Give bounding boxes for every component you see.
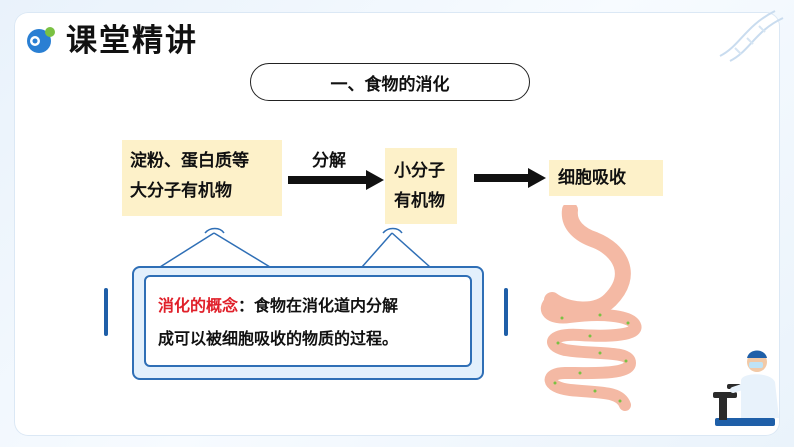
dna-decoration-icon (719, 10, 784, 62)
concept-definition-box: 消化的概念：食物在消化道内分解 成可以被细胞吸收的物质的过程。 (144, 275, 472, 367)
arrow-right-icon (288, 170, 384, 190)
flow-box-macromolecules-line2: 大分子有机物 (130, 181, 232, 201)
concept-separator: ： (238, 296, 255, 315)
sign-hanger (159, 227, 431, 268)
scientist-microscope-illustration (713, 350, 779, 426)
concept-line1: 消化的概念：食物在消化道内分解 (158, 289, 460, 322)
flow-box-small-molecules: 小分子 有机物 (385, 148, 457, 224)
concept-text-line2: 成可以被细胞吸收的物质的过程。 (158, 329, 399, 348)
flow-box-small-molecules-line2: 有机物 (394, 191, 445, 211)
flow-box-small-molecules-line1: 小分子 (394, 161, 445, 181)
brand-logo-icon (27, 27, 55, 53)
stomach-intestine-illustration (540, 205, 642, 411)
flow-box-macromolecules: 淀粉、蛋白质等 大分子有机物 (122, 140, 282, 216)
slide-header: 课堂精讲 (14, 20, 780, 64)
concept-term: 消化的概念 (158, 296, 239, 315)
sign-side-line-left (104, 288, 108, 336)
flow-box-macromolecules-line1: 淀粉、蛋白质等 (130, 151, 249, 171)
flow-box-cell-absorption: 细胞吸收 (549, 160, 663, 196)
decompose-label: 分解 (312, 151, 346, 171)
concept-text-line1: 食物在消化道内分解 (254, 296, 399, 315)
page-title: 课堂精讲 (66, 23, 198, 59)
sign-side-line-right (504, 288, 508, 336)
arrow-right-icon (474, 168, 546, 188)
section-heading: 一、食物的消化 (250, 63, 530, 101)
